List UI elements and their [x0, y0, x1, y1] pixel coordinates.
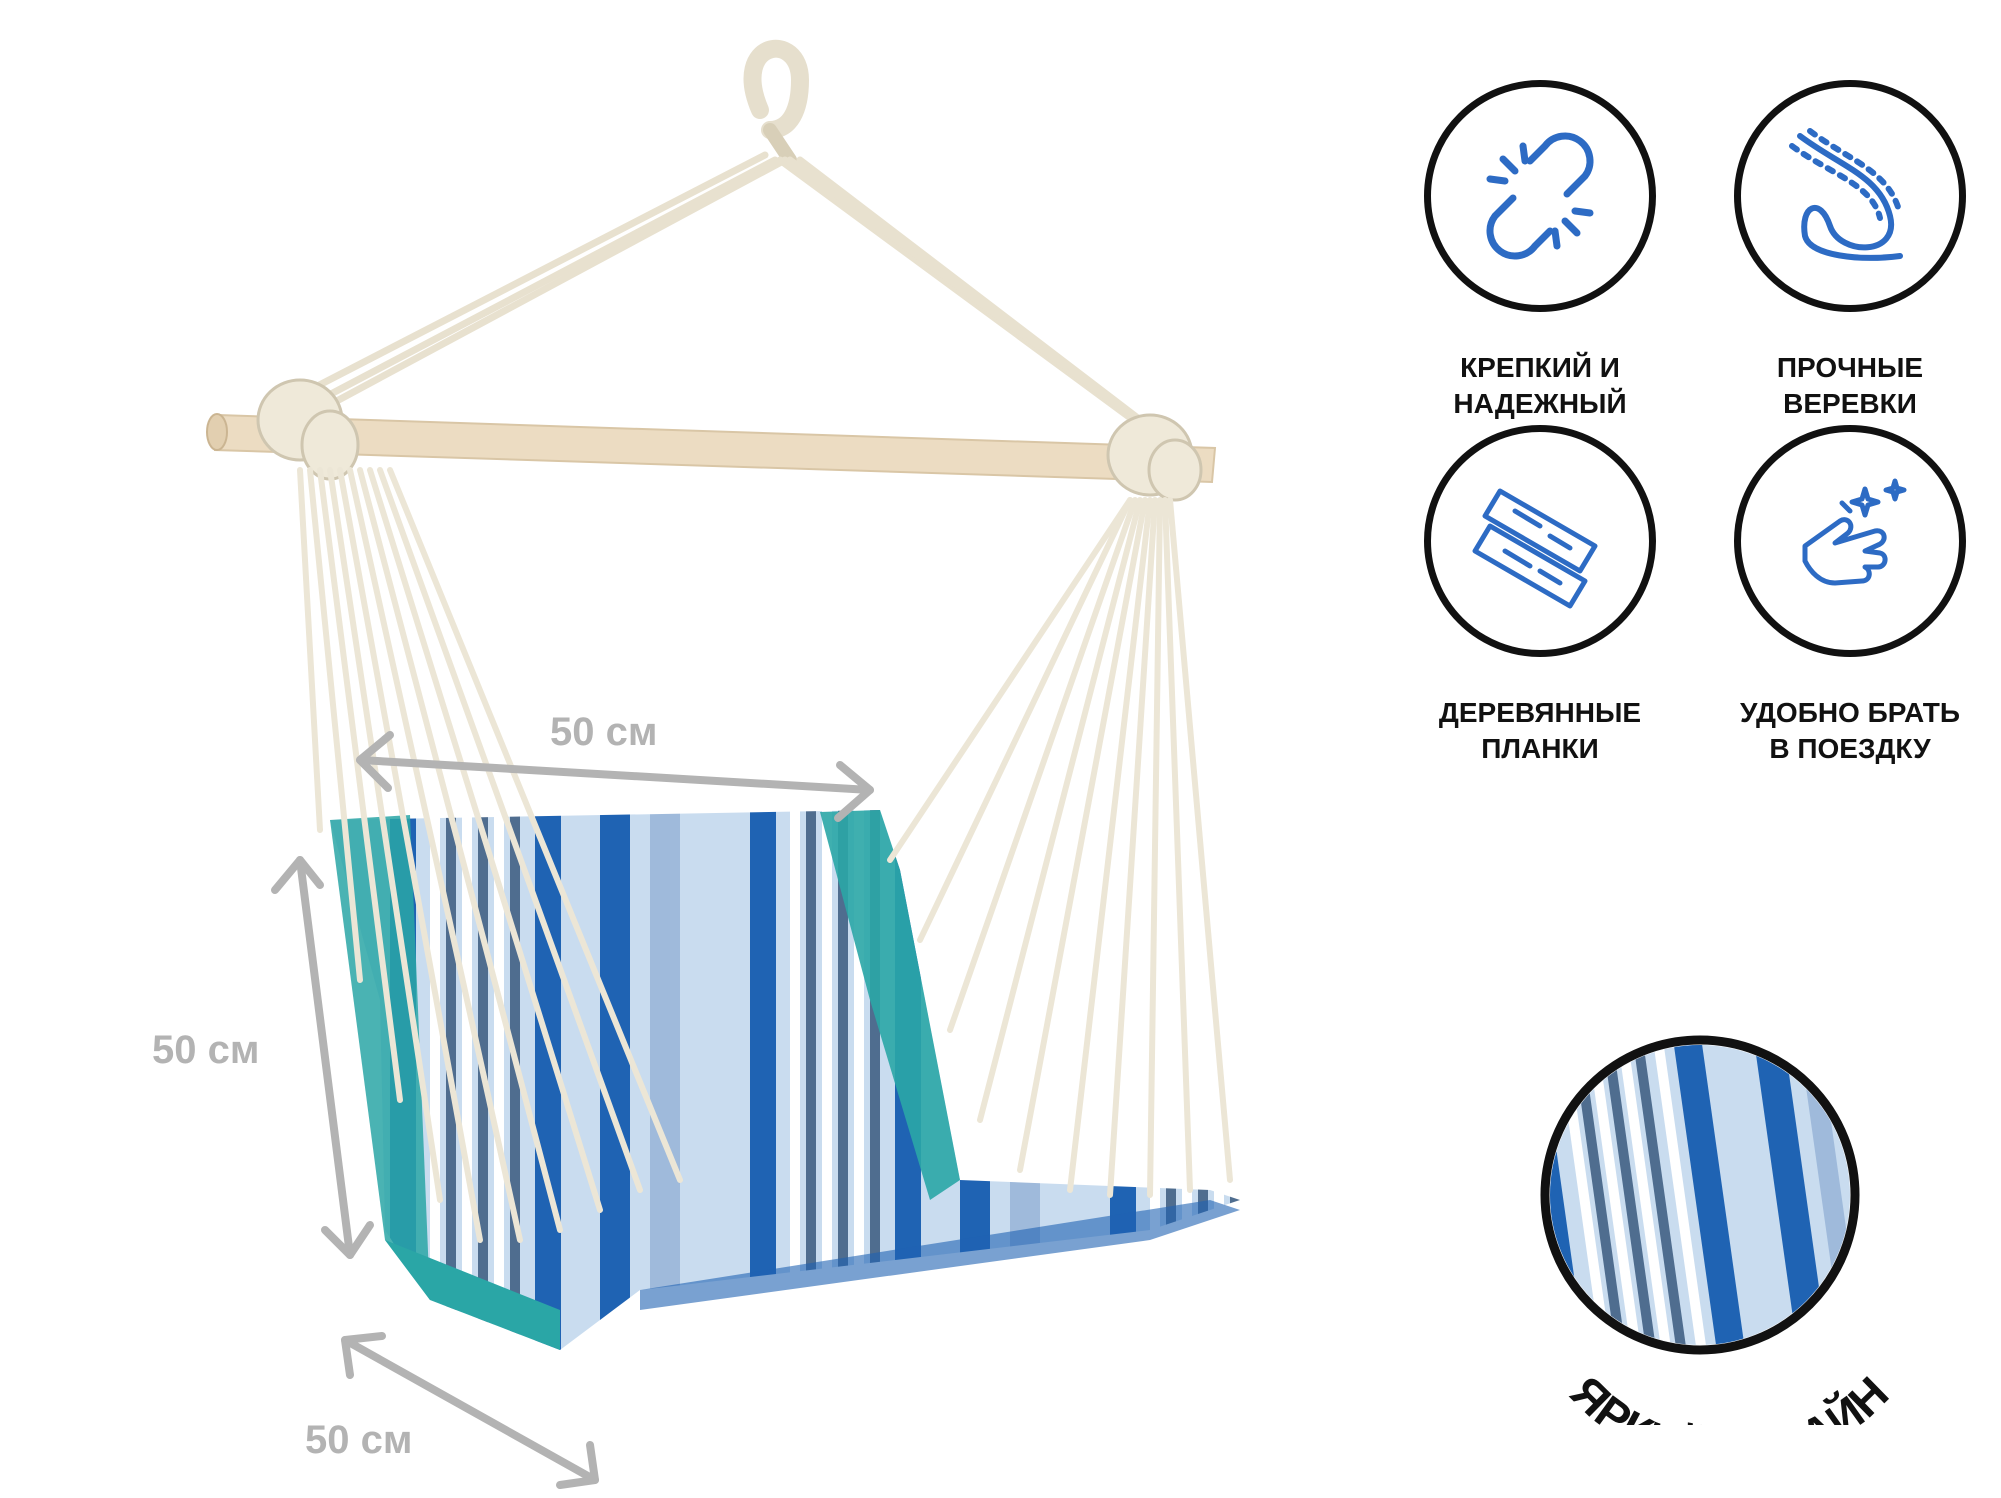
hanging-loop [743, 39, 810, 167]
height-dimension-label: 50 см [152, 1028, 260, 1072]
depth-dimension-label: 50 см [305, 1418, 413, 1462]
feature-circle [1424, 425, 1656, 657]
badge-ring [1540, 1035, 1860, 1355]
snap-fingers-icon [1802, 478, 1907, 586]
badge-label: ЯРКИЙ ДИЗАЙН [1561, 1366, 1898, 1425]
dimension-arrows [271, 731, 874, 1489]
feature-caption: УДОБНО БРАТЬ В ПОЕЗДКУ [1700, 695, 2000, 767]
wooden-planks-icon [1472, 488, 1598, 609]
wooden-bar [206, 413, 1217, 484]
feature-caption-line: НАДЕЖНЫЙ [1453, 388, 1627, 419]
badge-label-path: ЯРКИЙ ДИЗАЙН [1561, 1366, 1898, 1425]
bright-design-badge: ЯРКИЙ ДИЗАЙН [1540, 1035, 1898, 1425]
feature-caption: КРЕПКИЙ И НАДЕЖНЫЙ [1390, 350, 1690, 422]
feature-circle [1424, 80, 1656, 312]
hammock-chair-image [206, 39, 1240, 1489]
top-ropes [296, 151, 1164, 439]
side-ropes [297, 467, 1233, 1243]
feature-caption-line: УДОБНО БРАТЬ [1739, 697, 1961, 728]
feature-strong-ropes: ПРОЧНЫЕ ВЕРЕВКИ [1700, 80, 2000, 422]
feature-caption-line: КРЕПКИЙ И [1460, 352, 1620, 383]
feature-caption-line: ПЛАНКИ [1481, 733, 1599, 764]
feature-easy-travel: УДОБНО БРАТЬ В ПОЕЗДКУ [1700, 425, 2000, 767]
feature-strong-reliable: КРЕПКИЙ И НАДЕЖНЫЙ [1390, 80, 1690, 422]
feature-circle [1734, 80, 1966, 312]
width-dimension-label: 50 см [550, 710, 658, 754]
feature-caption-line: ВЕРЕВКИ [1783, 388, 1917, 419]
feature-caption-line: В ПОЕЗДКУ [1769, 733, 1931, 764]
feature-caption-line: ПРОЧНЫЕ [1776, 352, 1924, 383]
fabric-swatch [1550, 1045, 1850, 1345]
feature-caption: ДЕРЕВЯННЫЕ ПЛАНКИ [1390, 695, 1690, 767]
feature-caption: ПРОЧНЫЕ ВЕРЕВКИ [1700, 350, 2000, 422]
feature-caption-line: ДЕРЕВЯННЫЕ [1438, 697, 1642, 728]
feature-circle [1734, 425, 1966, 657]
rope-knots [256, 378, 1203, 502]
broken-chain-icon [1486, 132, 1594, 260]
feature-wooden-planks: ДЕРЕВЯННЫЕ ПЛАНКИ [1390, 425, 1690, 767]
rope-icon [1789, 128, 1903, 261]
